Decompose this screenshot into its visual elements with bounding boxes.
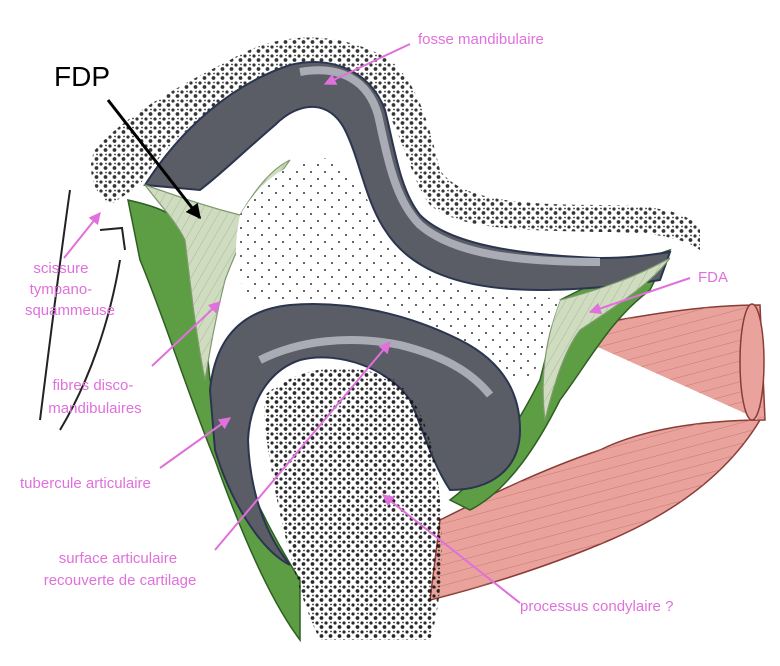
fosse-mandibulaire-shape [143, 61, 672, 292]
surface-arrow [214, 341, 391, 551]
label-surface-line-2: recouverte de cartilage [44, 572, 197, 589]
temporal-bone-stipple [90, 37, 701, 250]
fdp-arrow [106, 99, 202, 220]
condylar-marrow [264, 368, 442, 640]
label-scissure-line-1: scissure [33, 260, 88, 277]
label-surface: surface articulaire recouverte de cartil… [44, 550, 197, 589]
scissure-arrow [63, 212, 101, 259]
label-fosse-mandibulaire: fosse mandibulaire [418, 31, 544, 48]
label-fibres-line-1: fibres disco- [52, 377, 133, 394]
label-fibres: fibres disco- mandibulaires [48, 377, 141, 417]
label-scissure-line-3: squammeuse [25, 302, 115, 319]
fosse-arrow [323, 43, 411, 85]
label-surface-line-1: surface articulaire [59, 550, 177, 567]
joint-space [235, 158, 560, 380]
label-fibres-line-2: mandibulaires [48, 400, 141, 417]
tympanic-outline [39, 189, 126, 431]
fda-arrow [588, 277, 691, 315]
fibres-arrow [151, 301, 221, 367]
label-tubercule: tubercule articulaire [20, 475, 151, 492]
label-processus: processus condylaire ? [520, 598, 673, 615]
pointer-arrows [63, 43, 691, 604]
label-scissure: scissure tympano- squammeuse [25, 260, 115, 319]
label-fda: FDA [698, 269, 728, 286]
label-scissure-line-2: tympano- [30, 281, 93, 298]
tubercule-arrow [159, 417, 231, 469]
label-fdp: FDP [54, 61, 110, 92]
processus-arrow [382, 494, 521, 604]
lateral-pterygoid-muscle [429, 303, 766, 601]
